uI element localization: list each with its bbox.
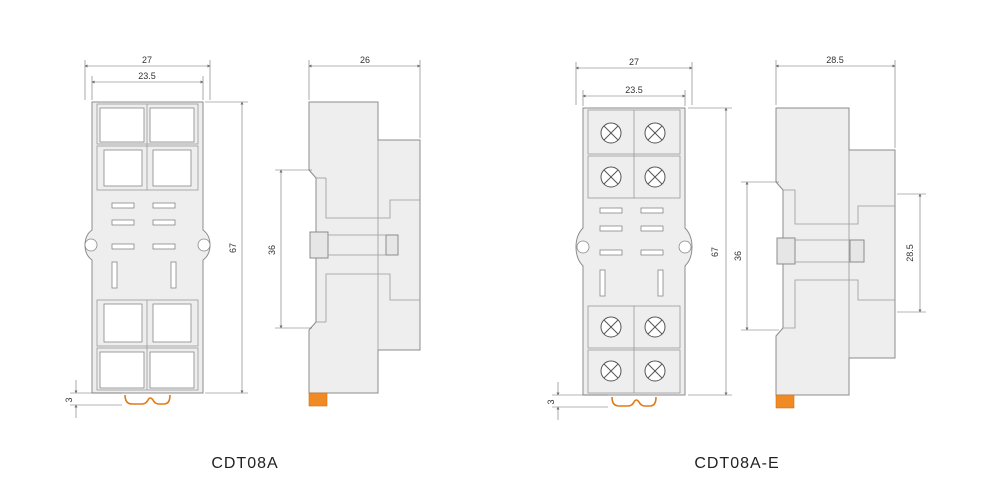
cdt08a-e-side-clip [775,394,795,409]
cdt08a-e-clip-height: 3 [546,399,556,404]
cdt08a-front-dimensions: 27 23.5 67 3 [64,55,248,418]
cdt08a-front-height: 67 [228,243,238,253]
cdt08a-e-contact-slots [599,207,664,297]
cdt08a-e-front-dimensions: 27 23.5 67 3 [546,57,732,420]
cdt08a-e-screws-top [600,122,666,188]
cdt08a-e-front-width-outer: 27 [629,57,639,67]
cdt08a-e-front-view [575,107,693,407]
cdt08a-e-side-module-height: 28.5 [905,244,915,262]
cdt08a-side-rail-height: 36 [267,245,277,255]
cdt08a-side-dimensions: 26 36 [267,55,421,329]
cdt08a-side-clip [308,392,328,407]
cdt08a-contact-slots [111,202,177,289]
cdt08a-front-clip [124,394,171,405]
cdt08a-caption: CDT08A [211,455,278,472]
cdt08a-clip-height: 3 [64,397,74,402]
cdt08a-e-side-view [775,107,896,409]
cdt08a-side-view [308,101,421,407]
cdt08a-side-depth: 26 [360,55,370,65]
cdt08a-front-view [84,101,211,405]
cdt08a-e-caption: CDT08A-E [694,455,779,472]
cdt08a-e-front-rail-height: 36 [733,251,743,261]
cdt08a-e-side-dimensions: 28.5 36 28.5 [733,55,926,331]
cdt08a-front-width-outer: 27 [142,55,152,65]
cdt08a-front-width-inner: 23.5 [138,71,156,81]
cdt08a-e-side-depth: 28.5 [826,55,844,65]
cdt08a-e-front-height: 67 [710,247,720,257]
cdt08a-e-front-width-inner: 23.5 [625,85,643,95]
cdt08a-e-front-clip [611,396,657,407]
cdt08a-e-screws-bottom [600,316,666,382]
